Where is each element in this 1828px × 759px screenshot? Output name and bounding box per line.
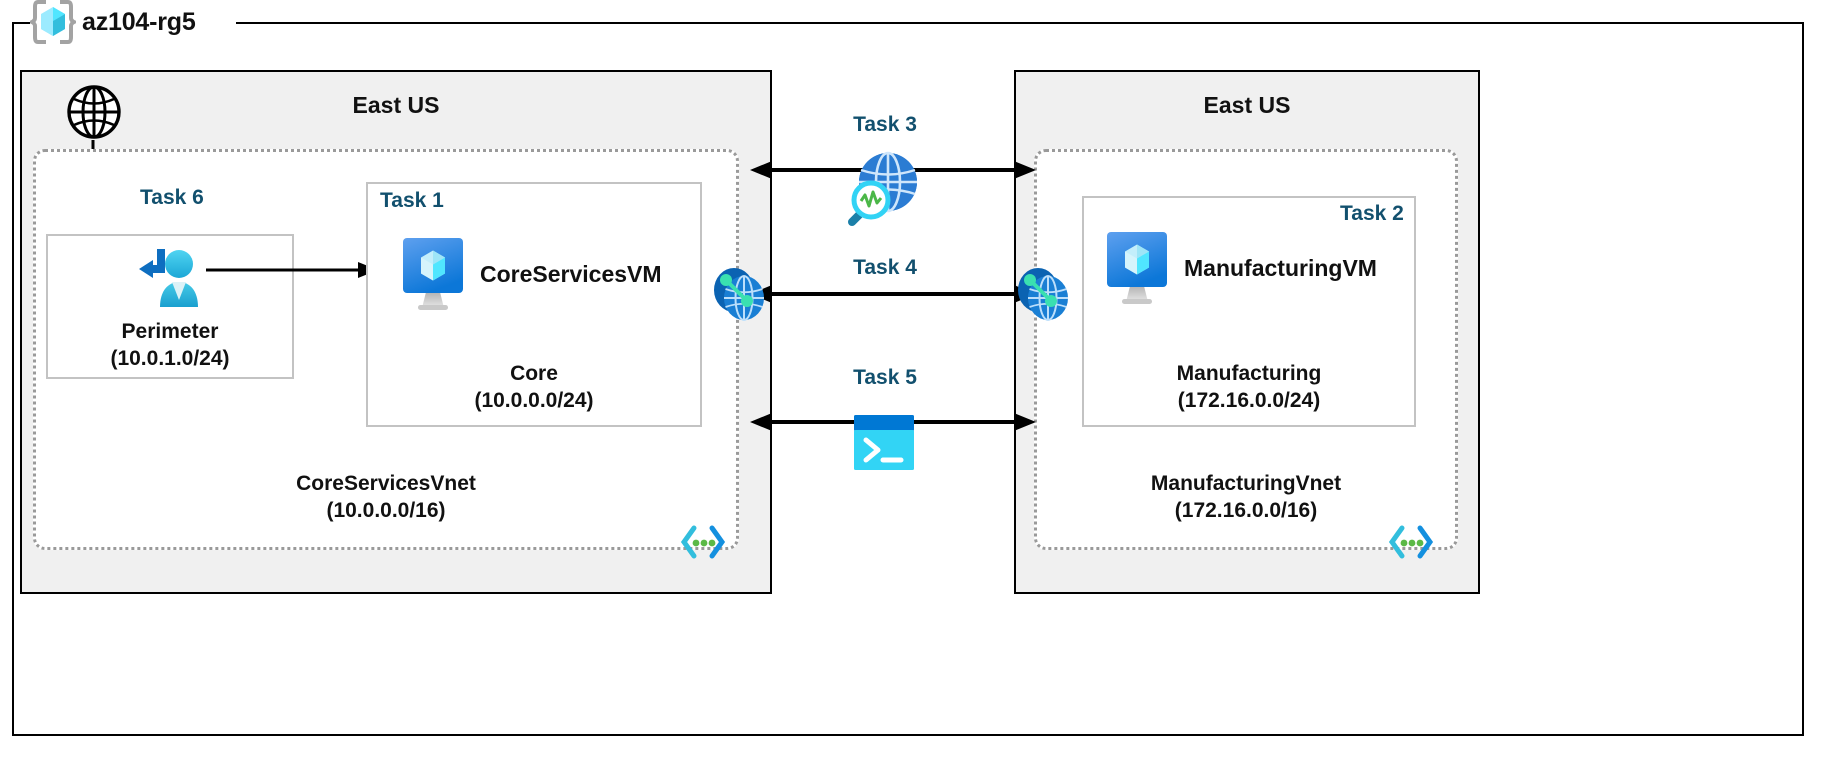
subnet-perimeter-address: (10.0.1.0/24) (110, 347, 230, 371)
task-tag-1: Task 1 (380, 189, 444, 212)
vm-coreservices-name: CoreServicesVM (480, 260, 662, 287)
cloud-shell-icon (852, 413, 916, 473)
virtual-machine-icon-core (400, 234, 466, 314)
vm-coreservices: CoreServicesVM (400, 234, 662, 314)
resource-group-header: az104-rg5 (30, 0, 196, 46)
vm-manufacturing: ManufacturingVM (1104, 228, 1377, 308)
subnet-manufacturing-name: Manufacturing (1176, 362, 1322, 385)
subnet-core (366, 182, 702, 427)
subnet-core-address: (10.0.0.0/24) (474, 389, 594, 413)
subnet-manufacturing-address: (172.16.0.0/24) (1177, 389, 1321, 413)
subnet-perimeter-name: Perimeter (121, 320, 219, 343)
center-task-label-4: Task 4 (853, 256, 917, 279)
resource-group-name: az104-rg5 (82, 7, 196, 36)
vnet-brackets-icon-right (1388, 522, 1434, 562)
vnet-peering-icon-right (1014, 262, 1076, 328)
perimeter-to-core-arrow (206, 262, 378, 278)
region-title-left: East US (352, 92, 440, 118)
task4-connector-arrow (750, 285, 1036, 303)
vnet-brackets-icon-left (680, 522, 726, 562)
internet-globe-icon (66, 84, 122, 140)
vnet-peering-icon-left (710, 262, 772, 328)
task-tag-2: Task 2 (1340, 202, 1404, 225)
vnet-manufacturing-label: ManufacturingVnet (172.16.0.0/16) (1034, 471, 1458, 525)
region-title-right: East US (1203, 92, 1291, 118)
virtual-machine-icon-manufacturing (1104, 228, 1170, 308)
user-signin-icon (135, 243, 207, 315)
vnet-coreservices-label: CoreServicesVnet (10.0.0.0/16) (33, 471, 739, 525)
azure-resource-group-icon (30, 0, 76, 46)
vm-manufacturing-name: ManufacturingVM (1184, 254, 1377, 281)
vnet-coreservices-address: (10.0.0.0/16) (326, 498, 446, 522)
subnet-perimeter-labels: Perimeter (10.0.1.0/24) (46, 318, 294, 373)
subnet-core-name: Core (510, 362, 558, 385)
center-task-label-5: Task 5 (853, 366, 917, 389)
vnet-manufacturing-name: ManufacturingVnet (1150, 472, 1342, 495)
vnet-manufacturing-address: (172.16.0.0/16) (1174, 498, 1318, 522)
vnet-coreservices-name: CoreServicesVnet (296, 472, 476, 495)
task-tag-6: Task 6 (140, 186, 204, 209)
subnet-core-labels: Core (10.0.0.0/24) (366, 360, 702, 415)
subnet-manufacturing-labels: Manufacturing (172.16.0.0/24) (1082, 360, 1416, 415)
center-task-label-3: Task 3 (853, 113, 917, 136)
network-watcher-icon (838, 150, 930, 230)
